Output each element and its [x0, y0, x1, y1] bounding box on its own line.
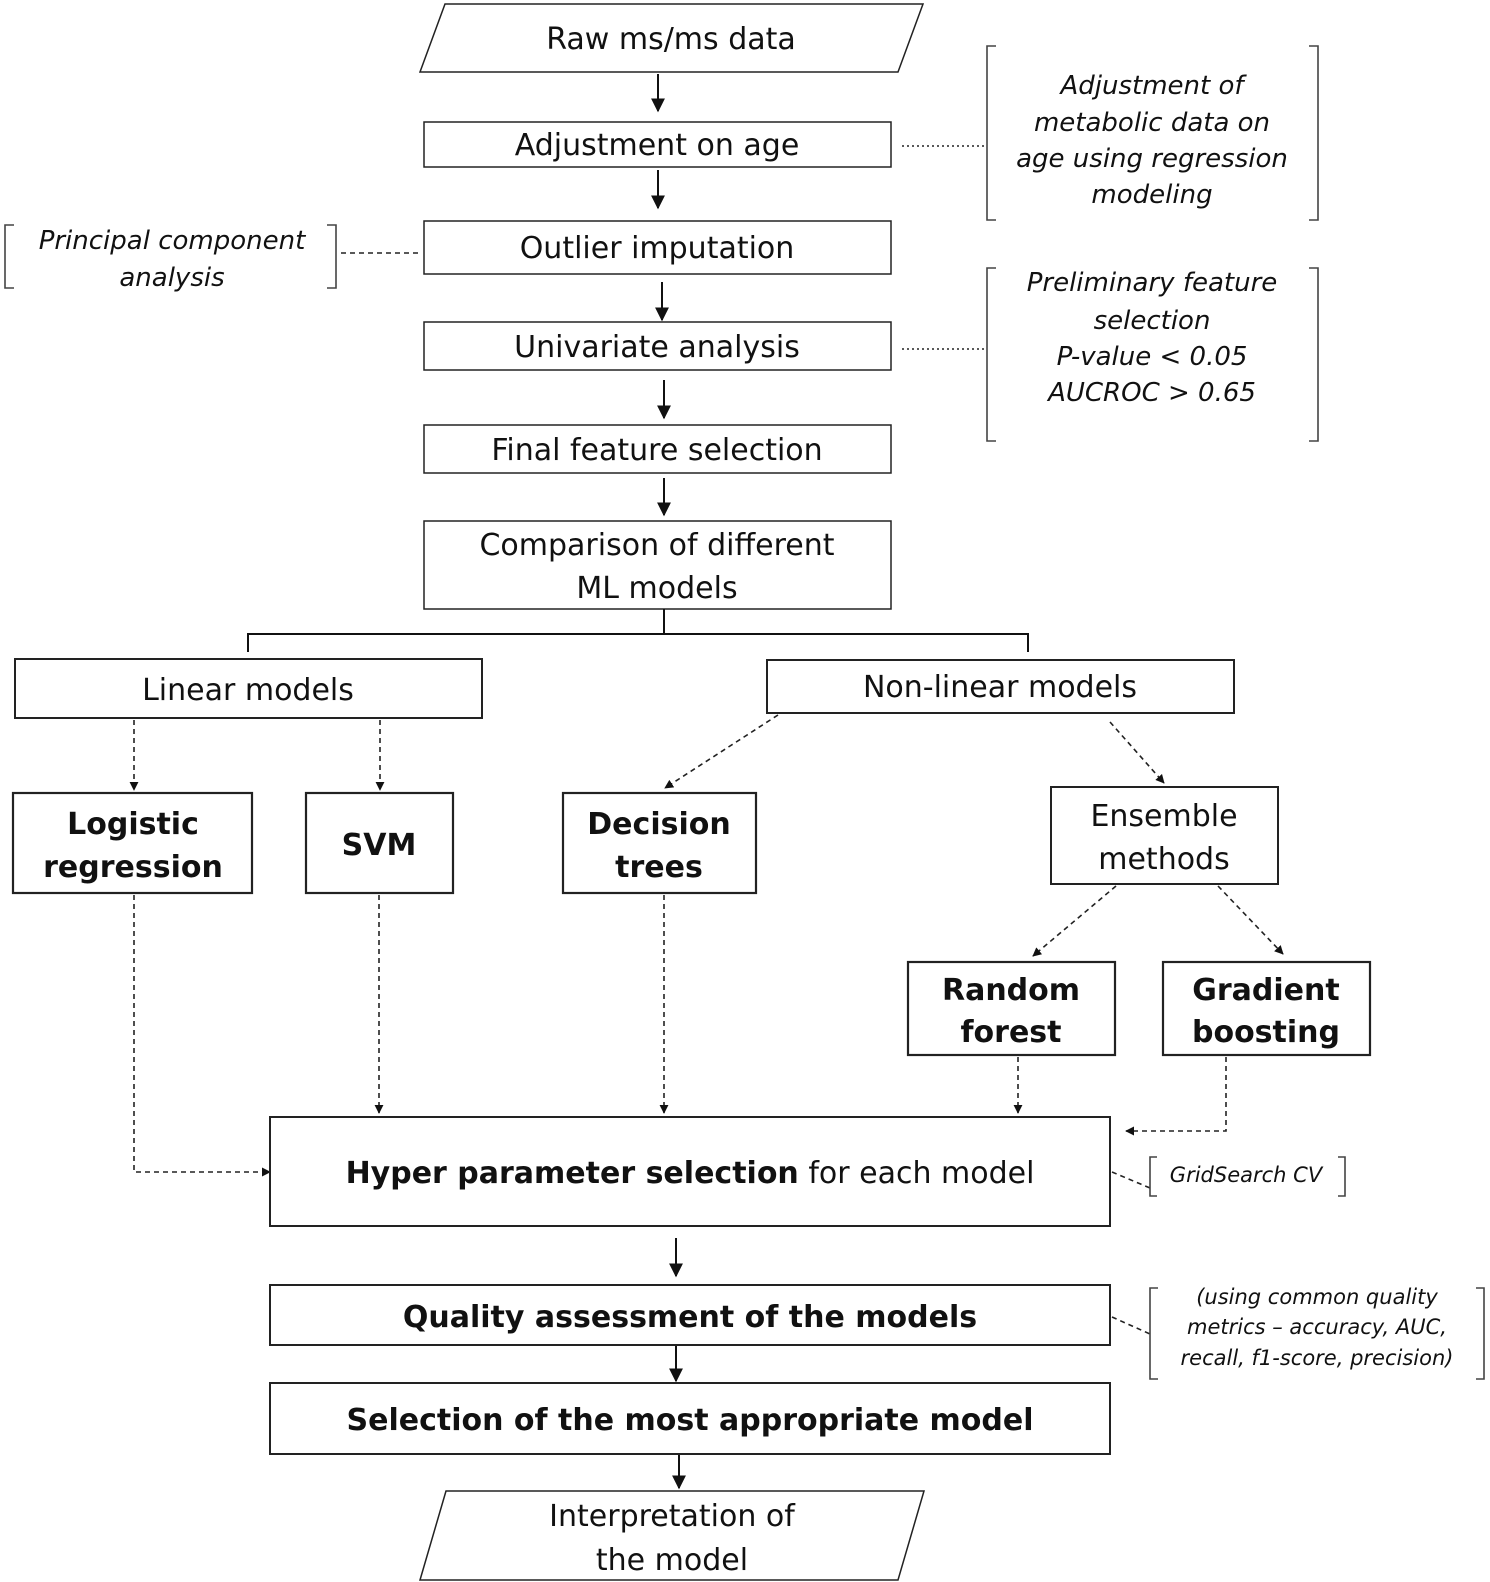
- comparison-label-line1: Comparison of different: [479, 528, 834, 563]
- univariate-node: Univariate analysis: [423, 321, 892, 371]
- pca-note: Principal component analysis: [39, 226, 306, 293]
- arrow-gradient-to-hyper: [1125, 1057, 1227, 1136]
- outlier-label: Outlier imputation: [520, 231, 795, 266]
- bracket-gridsearch-left: [1149, 1156, 1157, 1197]
- bracket-adjust-note-right: [1309, 45, 1319, 221]
- preliminary-note: Preliminary feature selection P-value < …: [1027, 268, 1278, 408]
- bracket-gridsearch-right: [1338, 1156, 1346, 1197]
- logistic-regression-node: Logistic regression: [11, 791, 254, 895]
- adjust-note-line4: modeling: [1091, 180, 1212, 210]
- adjust-note-line3: age using regression: [1016, 144, 1288, 174]
- arrow-logistic-to-hyper: [133, 895, 271, 1177]
- quality-assessment-node: Quality assessment of the models: [269, 1284, 1111, 1346]
- connector-metrics-note: [1111, 1316, 1151, 1335]
- adjust-note-line1: Adjustment of: [1058, 71, 1247, 101]
- decision-label-line2: trees: [615, 850, 703, 885]
- hyper-parameter-label-bold: Hyper parameter selection: [346, 1156, 799, 1191]
- ensemble-methods-node: Ensemble methods: [1050, 786, 1279, 885]
- interpretation-label-line1: Interpretation of: [549, 1499, 796, 1534]
- ensemble-label-line2: methods: [1098, 842, 1229, 877]
- gridsearch-note: GridSearch CV: [1170, 1163, 1324, 1187]
- adjust-age-node: Adjustment on age: [423, 121, 892, 168]
- metrics-note-line1: (using common quality: [1196, 1285, 1438, 1309]
- random-forest-label-line1: Random: [942, 973, 1080, 1008]
- branch-bracket: [247, 633, 1029, 652]
- random-forest-node: Random forest: [906, 960, 1117, 1057]
- bracket-adjust-note-left: [986, 45, 996, 221]
- preliminary-note-line2: selection: [1094, 306, 1211, 336]
- decision-trees-node: Decision trees: [561, 791, 758, 895]
- connector-gridsearch-note: [1111, 1171, 1151, 1189]
- bracket-pca-note-right: [327, 224, 337, 289]
- pca-note-line1: Principal component: [39, 226, 306, 256]
- metrics-note: (using common quality metrics – accuracy…: [1181, 1285, 1454, 1370]
- outlier-node: Outlier imputation: [423, 220, 892, 275]
- metrics-note-line3: recall, f1-score, precision): [1181, 1346, 1454, 1370]
- bracket-pca-note-left: [4, 224, 14, 289]
- raw-data-node: Raw ms/ms data: [418, 3, 925, 73]
- svm-label: SVM: [342, 828, 417, 863]
- nonlinear-models-label: Non-linear models: [863, 670, 1137, 705]
- gradient-boosting-node: Gradient boosting: [1161, 960, 1372, 1057]
- metrics-note-line2: metrics – accuracy, AUC,: [1187, 1315, 1447, 1339]
- hyper-parameter-label-rest: for each model: [799, 1156, 1035, 1191]
- pca-note-line2: analysis: [119, 263, 224, 293]
- nonlinear-models-node: Non-linear models: [766, 659, 1235, 714]
- hyper-parameter-node: Hyper parameter selection for each model: [269, 1116, 1111, 1227]
- svm-node: SVM: [304, 791, 455, 895]
- raw-data-label: Raw ms/ms data: [546, 22, 796, 57]
- comparison-node: Comparison of different ML models: [423, 520, 892, 610]
- random-forest-label-line2: forest: [960, 1015, 1061, 1050]
- gradient-label-line1: Gradient: [1192, 973, 1339, 1008]
- logistic-label-line1: Logistic: [67, 807, 199, 842]
- quality-assessment-label: Quality assessment of the models: [403, 1300, 977, 1335]
- final-feature-label: Final feature selection: [491, 433, 822, 468]
- univariate-label: Univariate analysis: [514, 330, 800, 365]
- arrow-nonlinear-to-decision: [664, 714, 779, 789]
- ensemble-label-line1: Ensemble: [1090, 799, 1237, 834]
- linear-models-label: Linear models: [142, 673, 354, 708]
- model-selection-label: Selection of the most appropriate model: [346, 1403, 1033, 1438]
- arrow-nonlinear-to-ensemble: [1109, 721, 1165, 784]
- bracket-preliminary-note-right: [1309, 267, 1319, 442]
- bracket-preliminary-note-left: [986, 267, 996, 442]
- linear-models-node: Linear models: [14, 658, 483, 719]
- decision-label-line1: Decision: [587, 807, 730, 842]
- adjust-note-line2: metabolic data on: [1034, 108, 1270, 138]
- final-feature-node: Final feature selection: [423, 424, 892, 474]
- preliminary-note-line4: AUCROC > 0.65: [1046, 378, 1256, 408]
- interpretation-label-line2: the model: [596, 1543, 748, 1578]
- comparison-label-line2: ML models: [576, 571, 737, 606]
- arrow-ensemble-to-random-forest: [1032, 885, 1117, 957]
- model-selection-node: Selection of the most appropriate model: [269, 1382, 1111, 1455]
- hyper-parameter-label: Hyper parameter selection for each model: [346, 1156, 1035, 1191]
- adjust-age-label: Adjustment on age: [515, 128, 800, 163]
- arrow-ensemble-to-gradient: [1217, 885, 1284, 955]
- preliminary-note-line3: P-value < 0.05: [1057, 342, 1248, 372]
- gradient-label-line2: boosting: [1192, 1015, 1340, 1050]
- interpretation-node: Interpretation of the model: [418, 1490, 926, 1581]
- bracket-metrics-right: [1476, 1287, 1485, 1380]
- bracket-metrics-left: [1149, 1287, 1158, 1380]
- preliminary-note-line1: Preliminary feature: [1027, 268, 1278, 298]
- logistic-label-line2: regression: [43, 850, 223, 885]
- adjust-note: Adjustment of metabolic data on age usin…: [1016, 71, 1288, 210]
